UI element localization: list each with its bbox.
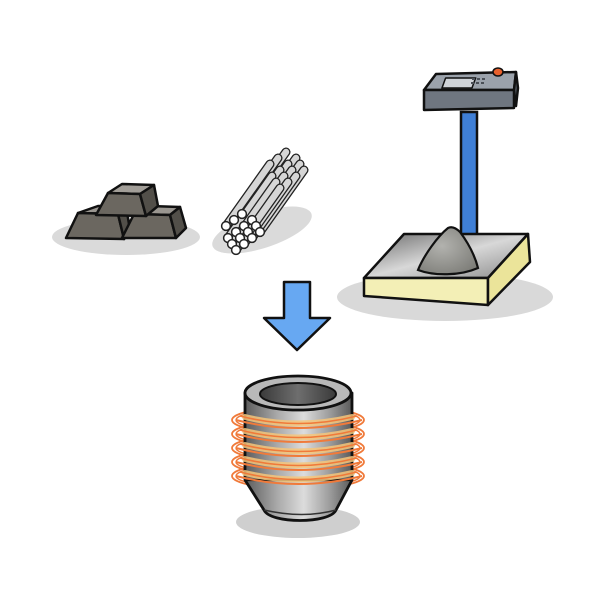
rod-end [254,226,266,238]
induction-coil-front [235,419,363,429]
rod-end [238,238,250,250]
induction-coil-front [235,475,363,485]
induction-coil-front [235,461,363,471]
weighing-scale-icon [337,67,553,321]
rod-end [228,214,240,226]
induction-coil-front [239,471,358,481]
scale-screen [441,77,477,89]
scale-pole [459,110,479,242]
rod-end [246,232,258,244]
scale-keypad [471,78,485,84]
furnace-opening [259,382,337,406]
arrow-down-icon [262,280,332,352]
induction-coil-front [235,433,363,443]
induction-coil-front [239,415,358,425]
induction-furnace-icon [231,374,365,538]
metal-ingot-stack-icon [52,182,200,255]
powder-pile [416,226,480,276]
induction-coil-front [239,443,358,453]
rod-end [230,244,242,256]
rod-end [220,220,232,232]
induction-coil-front [239,429,358,439]
scale-display [422,70,520,112]
induction-coil-front [235,447,363,457]
ingot-top [94,182,160,218]
scale-power-button [492,67,504,77]
metal-rod-bundle-icon [212,147,312,256]
rod-end [236,208,248,220]
induction-coil-front [239,457,358,467]
